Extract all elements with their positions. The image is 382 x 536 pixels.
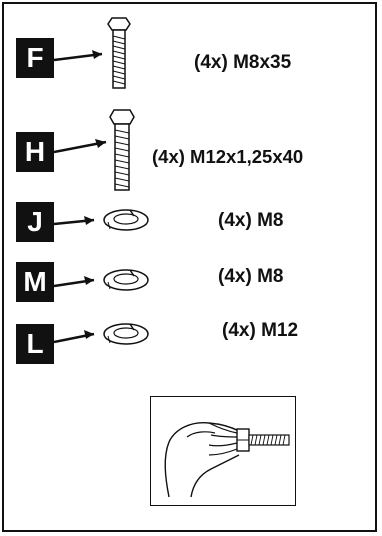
part-label: (4x) M8 — [218, 266, 284, 287]
lock-washer-icon — [54, 209, 149, 231]
part-letter: M — [23, 266, 47, 297]
part-letter: H — [24, 136, 46, 167]
hardware-parts-sheet: F (4x) M8x35 H (4x) M12x1,25x40 J — [2, 2, 377, 532]
part-letter-badge: J — [16, 202, 54, 242]
lock-washer-icon — [54, 323, 149, 345]
part-letter: L — [26, 328, 44, 359]
part-label: (4x) M12 — [222, 320, 299, 341]
part-label: (4x) M12x1,25x40 — [152, 146, 304, 167]
bolt-icon — [54, 109, 135, 191]
hand-tightening-bolt-icon — [164, 422, 290, 498]
bolt-icon — [54, 17, 131, 89]
part-letter-badge: F — [16, 38, 54, 78]
part-label: (4x) M8 — [218, 210, 284, 231]
illustration-frame — [150, 396, 296, 506]
lock-washer-icon — [54, 269, 149, 291]
part-letter: J — [27, 206, 43, 237]
part-letter-badge: M — [16, 262, 54, 302]
part-letter-badge: H — [16, 132, 54, 172]
part-letter-badge: L — [16, 324, 54, 364]
part-label: (4x) M8x35 — [194, 52, 292, 73]
part-letter: F — [26, 42, 44, 73]
